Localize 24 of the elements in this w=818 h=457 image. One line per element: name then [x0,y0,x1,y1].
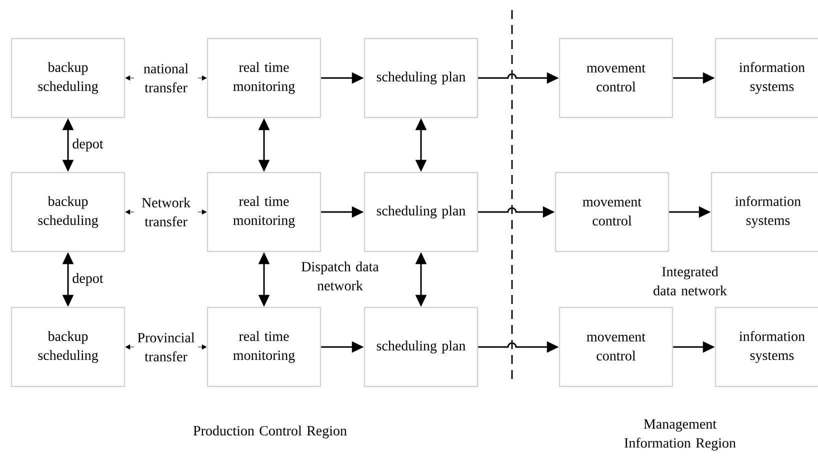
process-box: real time monitoring [206,172,322,252]
edge-label: national transfer [134,64,198,92]
process-box: backup scheduling [10,172,126,252]
process-box: movement control [554,172,670,252]
process-box: information systems [714,38,818,118]
process-box: backup scheduling [10,38,126,118]
process-box: movement control [558,306,674,388]
edge-label: depot [72,138,104,152]
process-box: movement control [558,38,674,118]
edge-label: Network transfer [134,198,198,226]
process-box: information systems [710,172,818,252]
process-box: backup scheduling [10,306,126,388]
process-box: real time monitoring [206,38,322,118]
region-label: Management Information Region [624,419,736,451]
process-box: scheduling plan [364,306,478,388]
region-label: Production Control Region [193,426,347,438]
process-box: scheduling plan [364,38,478,118]
region-label: Dispatch data network [302,262,379,290]
region-label: Integrated data network [654,266,727,296]
process-box: scheduling plan [364,172,478,252]
process-box: information systems [714,306,818,388]
process-box: real time monitoring [206,306,322,388]
edge-label: Provincial transfer [134,332,198,362]
edge-label: depot [72,273,104,286]
